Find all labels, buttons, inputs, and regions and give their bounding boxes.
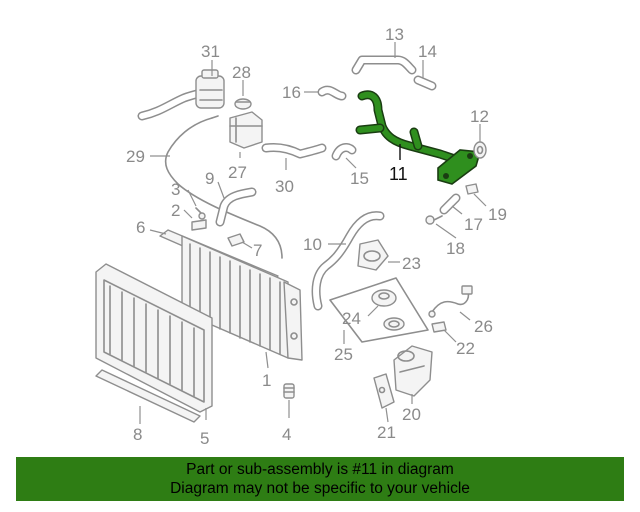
part-12-gasket[interactable] [473,141,487,159]
banner-line-part-info: Part or sub-assembly is #11 in diagram [186,461,454,478]
part-29-hose[interactable] [164,115,283,259]
callout-30[interactable]: 30 [275,177,294,196]
callout-25[interactable]: 25 [334,345,353,364]
part-24-thermostat[interactable] [371,289,405,331]
callout-13[interactable]: 13 [385,25,404,44]
part-3-screw[interactable] [195,207,206,220]
part-18-fitting[interactable] [425,215,443,225]
part-20-outlet-housing[interactable] [393,345,433,397]
part-31-reservoir-assembly[interactable] [137,69,225,121]
part-2-clip[interactable] [191,219,207,231]
leader-lines [139,42,487,424]
callout-19[interactable]: 19 [488,205,507,224]
part-14-sensor[interactable] [413,75,437,91]
part-9-hose[interactable] [215,187,257,227]
callout-26[interactable]: 26 [474,317,493,336]
callout-3[interactable]: 3 [171,180,180,199]
callout-28[interactable]: 28 [232,63,251,82]
part-4-drain-plug[interactable] [283,383,295,399]
callout-21[interactable]: 21 [377,423,396,442]
part-28-reservoir-cap[interactable] [234,98,252,110]
part-7-cap[interactable] [227,233,245,247]
part-8-lower-strip[interactable] [95,369,201,423]
callout-7[interactable]: 7 [253,241,262,260]
part-19-bolt[interactable] [465,183,479,195]
part-5-condenser[interactable] [95,263,213,413]
banner-line-disclaimer: Diagram may not be specific to your vehi… [170,480,470,497]
part-27-expansion-tank[interactable] [229,111,263,149]
part-11-coolant-pipe-highlighted[interactable] [355,90,482,185]
part-21-gasket[interactable] [373,373,395,409]
callout-6[interactable]: 6 [136,218,145,237]
part-30-hose[interactable] [261,143,327,159]
callout-20[interactable]: 20 [402,405,421,424]
callout-2[interactable]: 2 [171,201,180,220]
exploded-parts-diagram: 31 28 27 29 30 16 13 14 15 11 12 3 2 9 7… [95,25,507,448]
callout-27[interactable]: 27 [228,163,247,182]
callout-9[interactable]: 9 [205,169,214,188]
part-15-hose[interactable] [331,143,357,161]
part-13-pipe[interactable] [351,55,417,75]
callout-16[interactable]: 16 [282,83,301,102]
callout-5[interactable]: 5 [200,429,209,448]
callout-24[interactable]: 24 [342,309,361,328]
part-1-radiator[interactable] [181,235,303,361]
callout-11-highlighted[interactable]: 11 [389,164,408,184]
callout-31[interactable]: 31 [201,42,220,61]
part-23-housing[interactable] [357,239,389,271]
part-26-sensor-harness[interactable] [428,285,473,318]
callout-1[interactable]: 1 [262,371,271,390]
part-10-radiator-hose[interactable] [311,211,385,311]
part-17-sensor[interactable] [439,193,461,215]
callout-23[interactable]: 23 [402,254,421,273]
callout-10[interactable]: 10 [303,235,322,254]
callout-17[interactable]: 17 [464,215,483,234]
info-banner: Part or sub-assembly is #11 in diagram D… [16,457,624,501]
callout-29[interactable]: 29 [126,147,145,166]
part-25-thermostat-kit[interactable] [329,277,429,343]
callout-8[interactable]: 8 [133,425,142,444]
part-16-hose[interactable] [317,85,347,101]
part-22-fitting[interactable] [431,321,447,333]
callout-labels: 31 28 27 29 30 16 13 14 15 11 12 3 2 9 7… [126,25,507,448]
callout-12[interactable]: 12 [470,107,489,126]
callout-22[interactable]: 22 [456,339,475,358]
callout-4[interactable]: 4 [282,425,291,444]
callout-15[interactable]: 15 [350,169,369,188]
callout-18[interactable]: 18 [446,239,465,258]
callout-14[interactable]: 14 [418,42,437,61]
